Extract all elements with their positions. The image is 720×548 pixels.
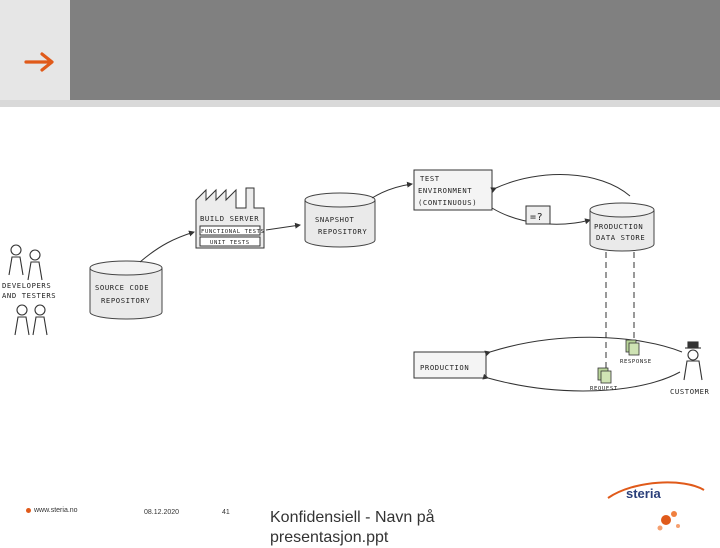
test-env-label-2: ENVIRONMENT: [418, 186, 472, 195]
developers-label-1: DEVELOPERS: [2, 281, 51, 290]
production-label: PRODUCTION: [420, 363, 469, 372]
build-server-label: BUILD SERVER: [200, 214, 259, 223]
footer-date: 08.12.2020: [144, 509, 180, 516]
developers-label-2: AND TESTERS: [2, 291, 56, 300]
header-divider: [0, 100, 720, 107]
repo-to-build-arrow: [139, 230, 195, 263]
test-environment-box: [413, 169, 493, 211]
footer-url-text[interactable]: www.steria.no: [34, 507, 78, 514]
functional-tests-label: FUNCTIONAL TESTS: [201, 229, 264, 235]
response-document-icon: [625, 339, 640, 356]
production-store-label-1: PRODUCTION: [594, 222, 643, 231]
production-to-customer-arc: [484, 336, 683, 357]
build-server-factory-icon: [195, 187, 265, 249]
compare-label: =?: [530, 212, 543, 223]
test-to-datastore-arc: [490, 174, 631, 197]
snapshot-label-2: REPOSITORY: [318, 227, 367, 236]
build-to-snapshot-arrow: [265, 222, 301, 231]
right-arrow-icon: [24, 52, 54, 72]
header-left-panel: [0, 0, 70, 100]
production-data-store-cylinder: [589, 202, 655, 252]
developer-person-icon: [8, 244, 43, 281]
footer-url[interactable]: www.steria.no: [26, 507, 78, 514]
steria-logo: steria: [607, 481, 705, 531]
steria-logo-text: steria: [626, 486, 661, 501]
request-document-icon: [597, 367, 612, 384]
footer-page-number: 41: [222, 509, 230, 516]
test-env-label-3: (CONTINUOUS): [418, 198, 477, 207]
bullet-dot-icon: [26, 508, 31, 513]
response-label: RESPONSE: [620, 359, 652, 365]
snapshot-repository-cylinder: [304, 192, 376, 248]
footer-title: Konfidensiell - Navn på presentasjon.ppt: [270, 509, 435, 546]
customer-to-production-arc: [482, 371, 681, 392]
header-bar: [70, 0, 720, 100]
source-code-repository-cylinder: [89, 260, 163, 320]
customer-label: CUSTOMER: [670, 387, 709, 396]
deployment-pipeline-diagram: DEVELOPERS AND TESTERS SOURCE CODE REPOS…: [2, 169, 709, 396]
compare-box: [525, 205, 551, 225]
snapshot-to-test-arrow: [371, 181, 413, 199]
unit-tests-label: UNIT TESTS: [210, 240, 250, 246]
test-env-label-1: TEST: [420, 174, 440, 183]
request-label: REQUEST: [590, 386, 618, 392]
production-store-label-2: DATA STORE: [596, 233, 645, 242]
production-box: [413, 351, 487, 379]
source-repo-label-1: SOURCE CODE: [95, 283, 149, 292]
source-repo-label-2: REPOSITORY: [101, 296, 150, 305]
tester-person-icon: [14, 304, 48, 336]
snapshot-label-1: SNAPSHOT: [315, 215, 354, 224]
customer-person-icon: [683, 341, 703, 381]
